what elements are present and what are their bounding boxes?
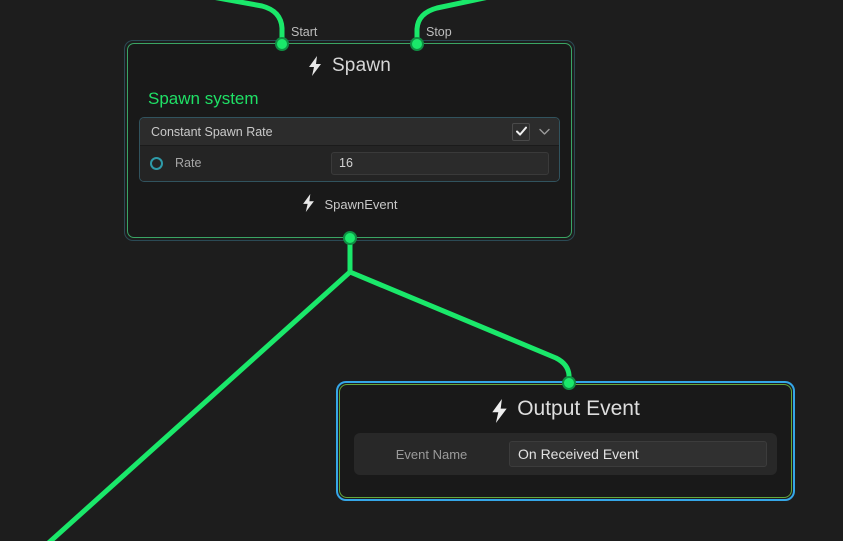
edge-to-start [215, 0, 285, 47]
output-event-node[interactable]: Output Event Event Name On Received Even… [336, 381, 795, 501]
spawn-node-header[interactable]: Spawn [128, 44, 571, 87]
output-event-title: Output Event [517, 397, 640, 420]
event-name-value: On Received Event [518, 446, 639, 462]
edge-spawnevent-to-output-event [347, 240, 572, 386]
property-label: Rate [175, 156, 202, 170]
event-name-row[interactable]: Event Name On Received Event [354, 433, 777, 475]
output-event-node-body: Output Event Event Name On Received Even… [339, 384, 792, 498]
block-title: Constant Spawn Rate [151, 124, 273, 139]
bolt-icon [308, 55, 322, 76]
block-body: Rate 16 [140, 146, 559, 181]
block-header[interactable]: Constant Spawn Rate [140, 118, 559, 146]
flow-port-start[interactable] [275, 37, 289, 51]
chevron-down-icon[interactable] [537, 125, 551, 139]
block-constant-spawn-rate[interactable]: Constant Spawn Rate [139, 117, 560, 182]
output-event-header[interactable]: Output Event [340, 385, 791, 433]
port-label-stop: Stop [426, 25, 452, 39]
spawn-event-output-row[interactable]: SpawnEvent [128, 186, 571, 222]
spawn-node-body: Spawn Spawn system Constant Spawn Rate [127, 43, 572, 238]
event-name-label: Event Name [395, 446, 468, 462]
rate-value: 16 [339, 156, 353, 170]
property-row-rate[interactable]: Rate 16 [140, 151, 559, 175]
spawn-system-label: Spawn system [148, 89, 259, 108]
bolt-icon [302, 194, 316, 214]
spawn-context-node[interactable]: Spawn Spawn system Constant Spawn Rate [124, 40, 575, 241]
port-label-start: Start [291, 25, 318, 39]
flow-port-stop[interactable] [410, 37, 424, 51]
rate-input[interactable]: 16 [331, 151, 549, 175]
flow-port-spawnevent-out[interactable] [343, 231, 357, 245]
spawn-node-title: Spawn [331, 54, 392, 76]
bolt-icon [491, 399, 507, 423]
block-enabled-checkbox[interactable] [512, 122, 530, 141]
event-name-input[interactable]: On Received Event [509, 441, 767, 467]
flow-port-output-event-in[interactable] [562, 376, 576, 390]
edge-spawnevent-to-offscreen [46, 240, 353, 541]
spawn-event-label: SpawnEvent [324, 196, 398, 212]
port-circle-icon[interactable] [150, 156, 163, 170]
